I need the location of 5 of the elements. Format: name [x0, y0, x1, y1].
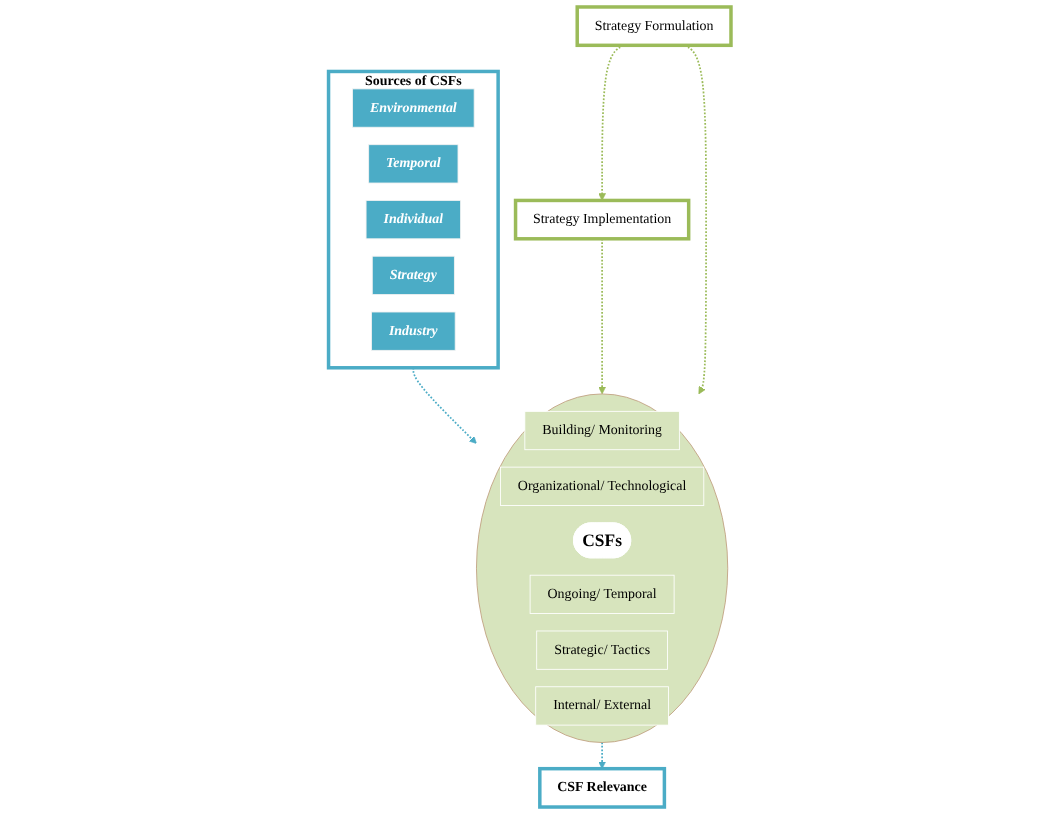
- arrow: [597, 237, 606, 395]
- arrow: [597, 741, 606, 770]
- arrow: [683, 44, 707, 395]
- arrow: [411, 366, 477, 444]
- arrow: [597, 44, 624, 201]
